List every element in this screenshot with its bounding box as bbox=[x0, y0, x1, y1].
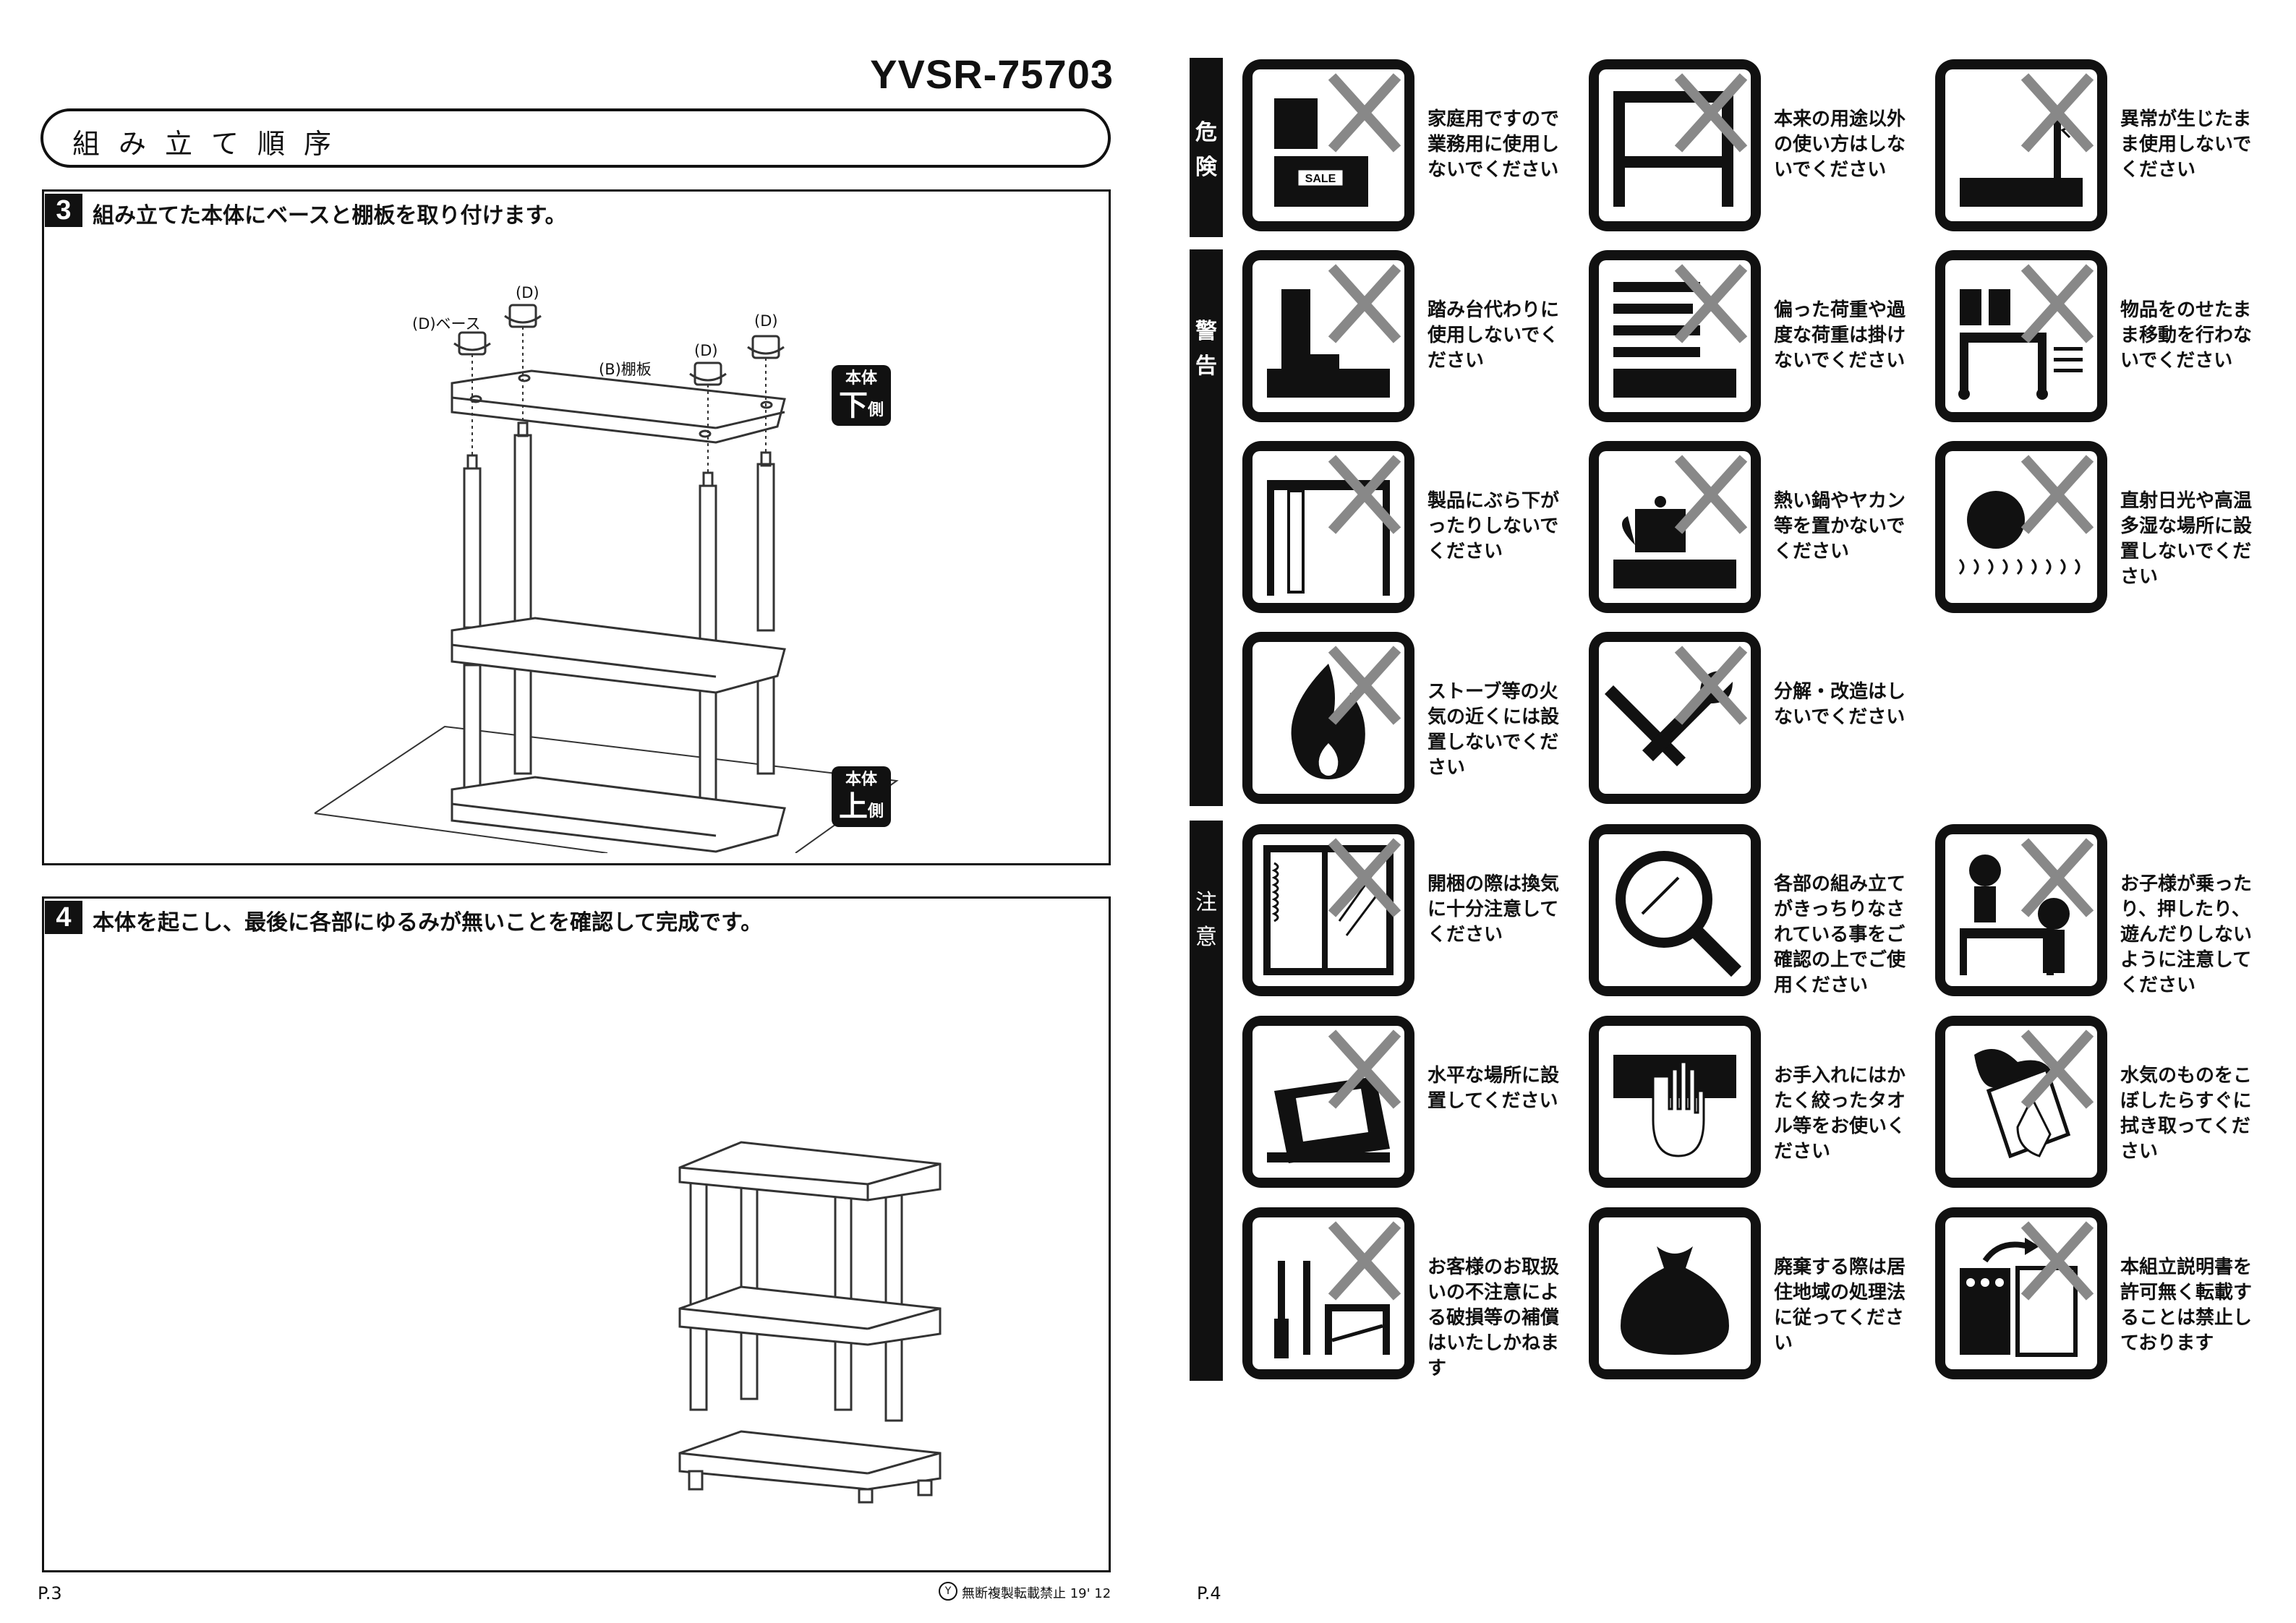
warning-icon-frame bbox=[1589, 632, 1761, 804]
copyright-notice: 無断複製転載禁止 19' 12 bbox=[962, 1586, 1111, 1601]
warning-icon-frame bbox=[1242, 1016, 1414, 1188]
label-d-1: (D) bbox=[516, 284, 539, 301]
warning-text: 製品にぶら下がったりしないでください bbox=[1427, 490, 1560, 562]
hot-pot-icon bbox=[1599, 451, 1751, 603]
warning-text: 本来の用途以外の使い方はしないでください bbox=[1774, 108, 1906, 181]
warning-icon-frame bbox=[1242, 441, 1414, 613]
disposal-bag-icon bbox=[1599, 1217, 1751, 1369]
step3-assembly-diagram bbox=[314, 304, 899, 853]
warning-icon-frame bbox=[1242, 632, 1414, 804]
move-with-items-icon bbox=[1945, 260, 2097, 412]
warning-icon-frame: SALE bbox=[1242, 59, 1414, 231]
warning-icon-frame bbox=[1935, 824, 2107, 996]
label-d-base: (D)ベース bbox=[412, 315, 481, 333]
warning-text: 偏った荷重や過度な荷重は掛けないでください bbox=[1774, 299, 1906, 372]
warning-text: 本組立説明書を許可無く転載することは禁止しております bbox=[2120, 1256, 2253, 1354]
step4-panel bbox=[42, 896, 1111, 1572]
warning-text: 直射日光や高温多湿な場所に設置しないでください bbox=[2120, 490, 2253, 588]
step4-instruction: 本体を起こし、最後に各部にゆるみが無いことを確認して完成です。 bbox=[93, 910, 763, 935]
abnormal-use-icon bbox=[1945, 69, 2097, 221]
category-label-danger: 危険 bbox=[1195, 120, 1217, 180]
warning-icon-frame bbox=[1589, 250, 1761, 422]
label-d-2: (D) bbox=[694, 342, 718, 359]
warning-text: 家庭用ですので業務用に使用しないでください bbox=[1427, 108, 1560, 181]
step3-panel bbox=[42, 189, 1111, 865]
warning-icon-frame bbox=[1935, 441, 2107, 613]
damage-tools-icon bbox=[1252, 1217, 1404, 1369]
warning-text: ストーブ等の火気の近くには設置しないでください bbox=[1427, 681, 1560, 779]
warning-icon-frame bbox=[1935, 250, 2107, 422]
warning-icon-frame bbox=[1242, 824, 1414, 996]
warning-icon-frame bbox=[1242, 1207, 1414, 1379]
page-number-right: P.4 bbox=[1197, 1583, 1221, 1603]
warning-text: 物品をのせたまま移動を行わないでください bbox=[2120, 299, 2253, 372]
warning-icon-frame bbox=[1589, 1016, 1761, 1188]
ventilation-icon bbox=[1252, 834, 1404, 986]
model-number: YVSR-75703 bbox=[870, 51, 1114, 97]
category-bar-danger: 危険 bbox=[1190, 58, 1223, 237]
hanging-icon bbox=[1252, 451, 1404, 603]
children-icon bbox=[1945, 834, 2097, 986]
warning-text: お子様が乗ったり、押したり、遊んだりしないように注意してください bbox=[2120, 873, 2253, 996]
category-bar-warning: 警告 bbox=[1190, 249, 1223, 806]
warning-icon-frame bbox=[1935, 1016, 2107, 1188]
warning-text: 熱い鍋やヤカン等を置かないでください bbox=[1774, 490, 1906, 562]
warning-text: 分解・改造はしないでください bbox=[1774, 681, 1906, 728]
tools-icon bbox=[1599, 642, 1751, 794]
copyright-mark: Y bbox=[939, 1582, 957, 1601]
label-d-3: (D) bbox=[754, 312, 778, 330]
category-label-warning: 警告 bbox=[1195, 319, 1217, 379]
category-bar-caution: 注意 bbox=[1190, 821, 1223, 1381]
category-label-caution: 注意 bbox=[1195, 890, 1217, 950]
warning-text: 廃棄する際は居住地域の処理法に従ってください bbox=[1774, 1256, 1906, 1354]
sale-counter-icon: SALE bbox=[1252, 69, 1404, 221]
fire-icon bbox=[1252, 642, 1404, 794]
svg-text:SALE: SALE bbox=[1305, 173, 1336, 185]
badge-body-top-side: 本体 上側 bbox=[832, 766, 891, 827]
magnifier-icon bbox=[1599, 834, 1751, 986]
warning-text: 水気のものをこぼしたらすぐに拭き取ってください bbox=[2120, 1065, 2253, 1162]
warning-icon-frame bbox=[1935, 1207, 2107, 1379]
warning-icon-frame bbox=[1589, 59, 1761, 231]
badge-body-bottom-side: 本体 下側 bbox=[832, 365, 891, 426]
warning-text: 開梱の際は換気に十分注意してください bbox=[1427, 873, 1560, 946]
warning-text: 水平な場所に設置してください bbox=[1427, 1065, 1560, 1112]
level-place-icon bbox=[1252, 1026, 1404, 1178]
warning-icon-frame bbox=[1242, 250, 1414, 422]
step3-number: 3 bbox=[45, 194, 82, 227]
sunlight-humidity-icon bbox=[1945, 451, 2097, 603]
copy-prohibited-icon bbox=[1945, 1217, 2097, 1369]
section-title: 組み立て順序 bbox=[72, 128, 351, 160]
page-number-left: P.3 bbox=[38, 1583, 62, 1603]
warning-text: 踏み台代わりに使用しないでください bbox=[1427, 299, 1560, 372]
step4-number: 4 bbox=[45, 901, 82, 934]
warning-icon-frame bbox=[1589, 1207, 1761, 1379]
warning-text: 異常が生じたまま使用しないでください bbox=[2120, 108, 2252, 181]
warning-text: お手入れにはかたく絞ったタオル等をお使いください bbox=[1774, 1065, 1906, 1162]
label-b-shelf: (B)棚板 bbox=[599, 361, 652, 378]
step3-instruction: 組み立てた本体にベースと棚板を取り付けます。 bbox=[93, 203, 567, 228]
misuse-shelf-icon bbox=[1599, 69, 1751, 221]
warning-icon-frame bbox=[1589, 824, 1761, 996]
section-title-frame bbox=[40, 108, 1111, 168]
uneven-load-icon bbox=[1599, 260, 1751, 412]
warning-text: 各部の組み立てがきっちりなされている事をご確認の上でご使用ください bbox=[1774, 873, 1906, 996]
warning-text: お客様のお取扱いの不注意による破損等の補償はいたしかねます bbox=[1427, 1256, 1560, 1379]
cleaning-hand-icon bbox=[1599, 1026, 1751, 1178]
warning-icon-frame bbox=[1935, 59, 2107, 231]
completed-rack-illustration bbox=[678, 1141, 942, 1504]
wipe-water-icon bbox=[1945, 1026, 2097, 1178]
step-stool-icon bbox=[1252, 260, 1404, 412]
warning-icon-frame bbox=[1589, 441, 1761, 613]
